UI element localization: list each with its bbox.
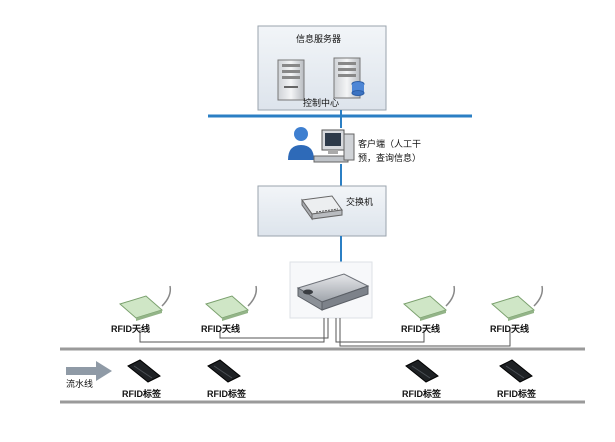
antenna-label-3: RFID天线 [401, 324, 440, 334]
tag-label-1: RFID标签 [122, 389, 161, 399]
rfid-tag-icon-4 [499, 359, 533, 383]
tag-label-2: RFID标签 [207, 389, 246, 399]
tag-label-4: RFID标签 [497, 389, 536, 399]
server-icon [277, 59, 305, 101]
tag-label-3: RFID标签 [402, 389, 441, 399]
antenna-label-1: RFID天线 [111, 324, 150, 334]
rfid-tag-icon-2 [207, 359, 241, 383]
arrow-right-icon [66, 361, 112, 381]
client-label-line1: 客户端（人工干 [358, 140, 422, 150]
antenna-icon-2 [204, 285, 258, 321]
antenna-icon-1 [118, 285, 172, 321]
antenna-icon-4 [490, 285, 544, 321]
computer-icon [313, 129, 355, 163]
server-title: 信息服务器 [296, 35, 342, 45]
pipeline-label: 流水线 [66, 380, 94, 390]
rfid-tag-icon-3 [405, 359, 439, 383]
switch-label: 交换机 [346, 198, 374, 208]
network-switch-icon [301, 195, 343, 221]
control-center-label: 控制中心 [303, 99, 340, 109]
antenna-icon-3 [402, 285, 456, 321]
antenna-label-2: RFID天线 [201, 324, 240, 334]
antenna-label-4: RFID天线 [490, 324, 529, 334]
client-label-line2: 预，查询信息） [358, 154, 422, 164]
antenna-cables [139, 318, 511, 347]
user-icon [288, 127, 314, 160]
rfid-tag-icon-1 [127, 359, 161, 383]
rfid-reader-icon [289, 261, 373, 319]
database-server-icon [333, 57, 365, 99]
